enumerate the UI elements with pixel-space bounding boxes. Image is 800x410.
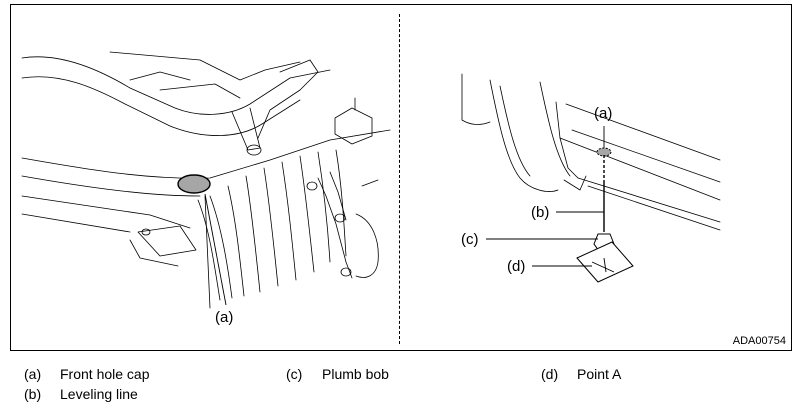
panel-divider	[399, 14, 400, 344]
legend-item-c: (c) Plumb bob	[286, 366, 389, 382]
legend-label: Front hole cap	[60, 366, 150, 382]
side-view-illustration	[461, 73, 721, 231]
callout-b: (b)	[531, 204, 550, 221]
legend-label: Plumb bob	[322, 366, 389, 382]
legend-item-b: (b) Leveling line	[24, 386, 138, 402]
legend-key: (c)	[286, 366, 303, 382]
left-callout-a-leader	[204, 193, 227, 306]
plumb-assembly	[486, 126, 634, 283]
front-hole-cap-shape	[177, 174, 211, 194]
legend-label: Leveling line	[60, 386, 138, 402]
legend-item-d: (d) Point A	[541, 366, 621, 382]
legend-label: Point A	[577, 366, 622, 382]
figure-code: ADA00754	[732, 335, 786, 347]
legend-key: (d)	[541, 366, 559, 382]
right-callout-a: (a)	[594, 105, 613, 122]
left-callout-a: (a)	[215, 309, 234, 326]
legend-item-a: (a) Front hole cap	[24, 366, 150, 382]
callout-d: (d)	[507, 258, 526, 275]
right-hole-cap-shape	[596, 147, 612, 157]
callout-c: (c)	[461, 231, 479, 248]
underbody-illustration	[21, 51, 391, 309]
illustration-frame	[10, 4, 792, 351]
legend-key: (a)	[24, 366, 42, 382]
legend-key: (b)	[24, 386, 42, 402]
